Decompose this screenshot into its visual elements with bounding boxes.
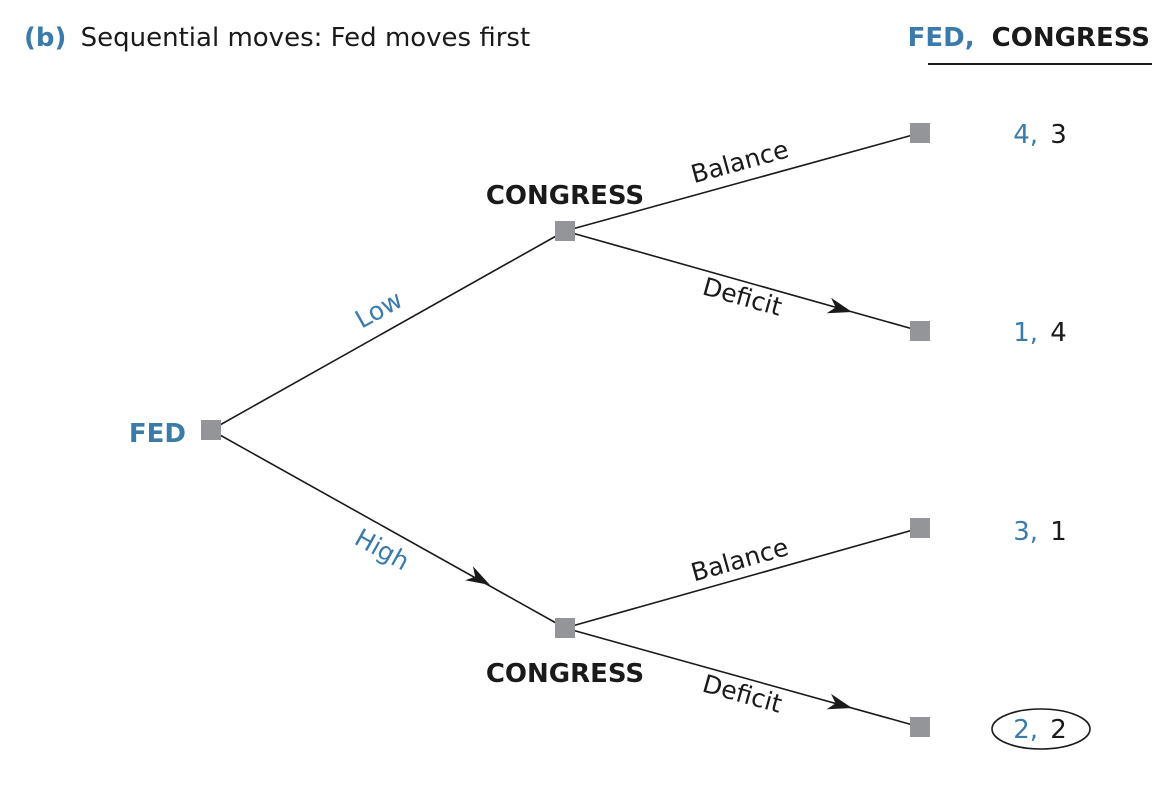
branch-label-high: High (350, 523, 414, 576)
payoff-2: 1, 4 (1013, 318, 1067, 348)
player-label-fed: FED (129, 419, 186, 449)
branch-label-upper-deficit: Deficit (699, 272, 785, 322)
figure-title-text: Sequential moves: Fed moves first (81, 23, 531, 53)
payoff-2-congress: 4 (1050, 318, 1067, 348)
payoff-1-congress: 3 (1050, 120, 1067, 150)
decision-node-fed (201, 420, 221, 440)
figure-panel-label: (b) (24, 23, 66, 53)
payoff-1: 4, 3 (1013, 120, 1067, 150)
terminal-node-3 (910, 518, 930, 538)
equilibrium-outcome-circle (991, 708, 1091, 750)
branch-label-lower-deficit: Deficit (699, 669, 785, 719)
decision-node-congress-lower (555, 618, 575, 638)
payoff-header-congress: CONGRESS (992, 23, 1150, 53)
edge-high (210, 429, 566, 629)
arrowhead-lower-deficit (826, 693, 852, 710)
player-label-congress-upper: CONGRESS (486, 181, 644, 211)
edge-lower-balance (564, 527, 921, 629)
payoff-header: FED, CONGRESS (908, 23, 1150, 53)
edge-low (210, 230, 566, 431)
edge-lower-deficit (564, 627, 921, 728)
terminal-node-1 (910, 123, 930, 143)
edge-upper-deficit (564, 230, 921, 332)
decision-node-congress-upper (555, 221, 575, 241)
payoff-3-congress: 1 (1050, 517, 1067, 547)
arrowhead-high (465, 566, 490, 585)
branch-label-low: Low (350, 285, 407, 334)
payoff-3: 3, 1 (1013, 517, 1067, 547)
terminal-node-2 (910, 321, 930, 341)
arrowhead-upper-deficit (826, 297, 852, 314)
payoff-1-fed: 4, (1013, 120, 1038, 150)
payoff-header-fed: FED, (908, 23, 975, 53)
player-label-congress-lower: CONGRESS (486, 659, 644, 689)
branch-label-upper-balance: Balance (688, 135, 792, 189)
terminal-node-4 (910, 717, 930, 737)
figure-title: (b) Sequential moves: Fed moves first (24, 23, 530, 53)
payoff-2-fed: 1, (1013, 318, 1038, 348)
payoff-4: 2, 2 (1013, 715, 1067, 745)
payoff-4-fed: 2, (1013, 715, 1038, 745)
payoff-4-congress: 2 (1050, 715, 1067, 745)
edge-upper-balance (564, 132, 921, 232)
payoff-3-fed: 3, (1013, 517, 1038, 547)
